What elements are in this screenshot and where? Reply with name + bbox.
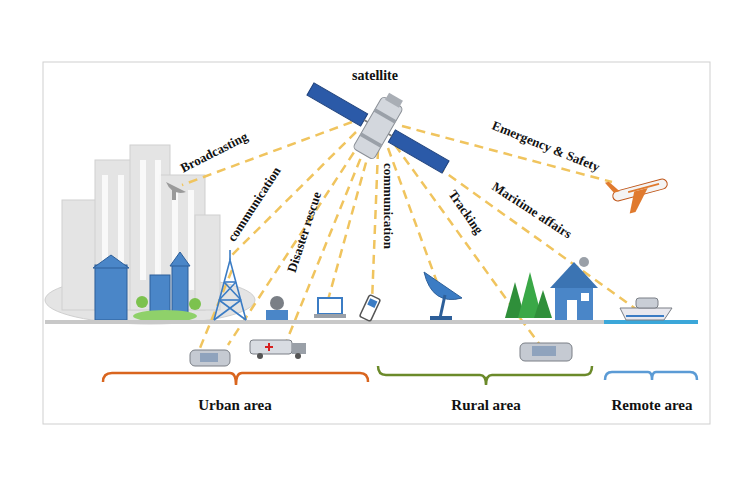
ground-terminal [266,296,288,320]
urban-bracket [103,373,368,385]
ground-dish [424,272,462,320]
area-label: Urban area [198,398,271,413]
trees [505,272,552,318]
boat-cabin [636,298,658,308]
truck-tank [250,340,292,354]
phone-screen [367,298,377,308]
dish [424,272,462,300]
roof [170,252,190,266]
roof [93,255,129,268]
terminal-base [266,310,288,320]
airplane [605,167,672,217]
wheel [257,353,263,359]
signal-line [285,145,366,345]
ground-line [45,320,698,324]
water-line [604,320,698,324]
laptop-base [314,314,346,318]
house-window [581,293,589,301]
signal-line [328,148,370,300]
tower-rung [219,299,241,301]
body-band [374,108,397,123]
area-label: Rural area [451,398,520,413]
car [190,350,230,366]
phone-body [359,295,380,322]
house-wall [555,285,593,320]
house [550,257,598,320]
satellite-top [385,93,403,108]
car-body [520,343,572,361]
car-window [200,353,218,362]
blue-buildings [93,252,190,320]
area-label: Remote area [612,398,693,413]
car-window [532,346,556,356]
signal-line [388,148,438,285]
tower-brace [224,282,241,300]
tower-brace [219,300,246,320]
frame [43,62,710,424]
tower-frame [214,260,246,320]
truck-cab [292,343,306,354]
bush [189,298,201,310]
car-body [190,350,230,366]
bush [136,296,148,308]
body-band [360,132,383,147]
boat-stripe [626,315,664,317]
red-cross [265,346,273,348]
satellite-label: satellite [352,69,398,83]
tree [534,290,552,318]
truck [250,340,306,359]
signal-line [372,150,378,302]
signal-line [232,132,356,255]
window-strip [155,160,161,280]
link-label: communication [382,163,395,249]
house-door [567,300,577,320]
signal-line [228,140,362,345]
city-skyline [45,145,255,324]
wheel [295,353,301,359]
building [172,265,188,315]
tail [605,180,620,195]
dish-foot [430,316,452,320]
remote-bracket [605,372,697,380]
laptop [314,298,346,318]
house-roof [550,262,598,288]
solar-panel [307,83,368,126]
boat [620,298,672,320]
building [195,215,220,310]
house-dish [579,257,589,267]
communication-tower [214,250,246,320]
tower-brace [214,300,241,320]
solar-panel [388,130,449,173]
terminal-dish [270,296,284,310]
signal-line [395,145,520,318]
tower-antenna [229,250,231,260]
building [95,265,127,320]
dish-stand [172,190,176,200]
satellite-phone [359,295,380,322]
tower-rung [224,281,236,283]
laptop-screen [318,298,342,314]
rural-bracket [378,366,592,385]
window-strip [140,160,146,280]
boat-hull [620,308,672,320]
window-strip [188,190,194,290]
satellite-icon [295,58,463,193]
car [520,343,572,361]
building [150,275,170,315]
dish-stand [440,295,445,318]
stripe [628,184,659,192]
